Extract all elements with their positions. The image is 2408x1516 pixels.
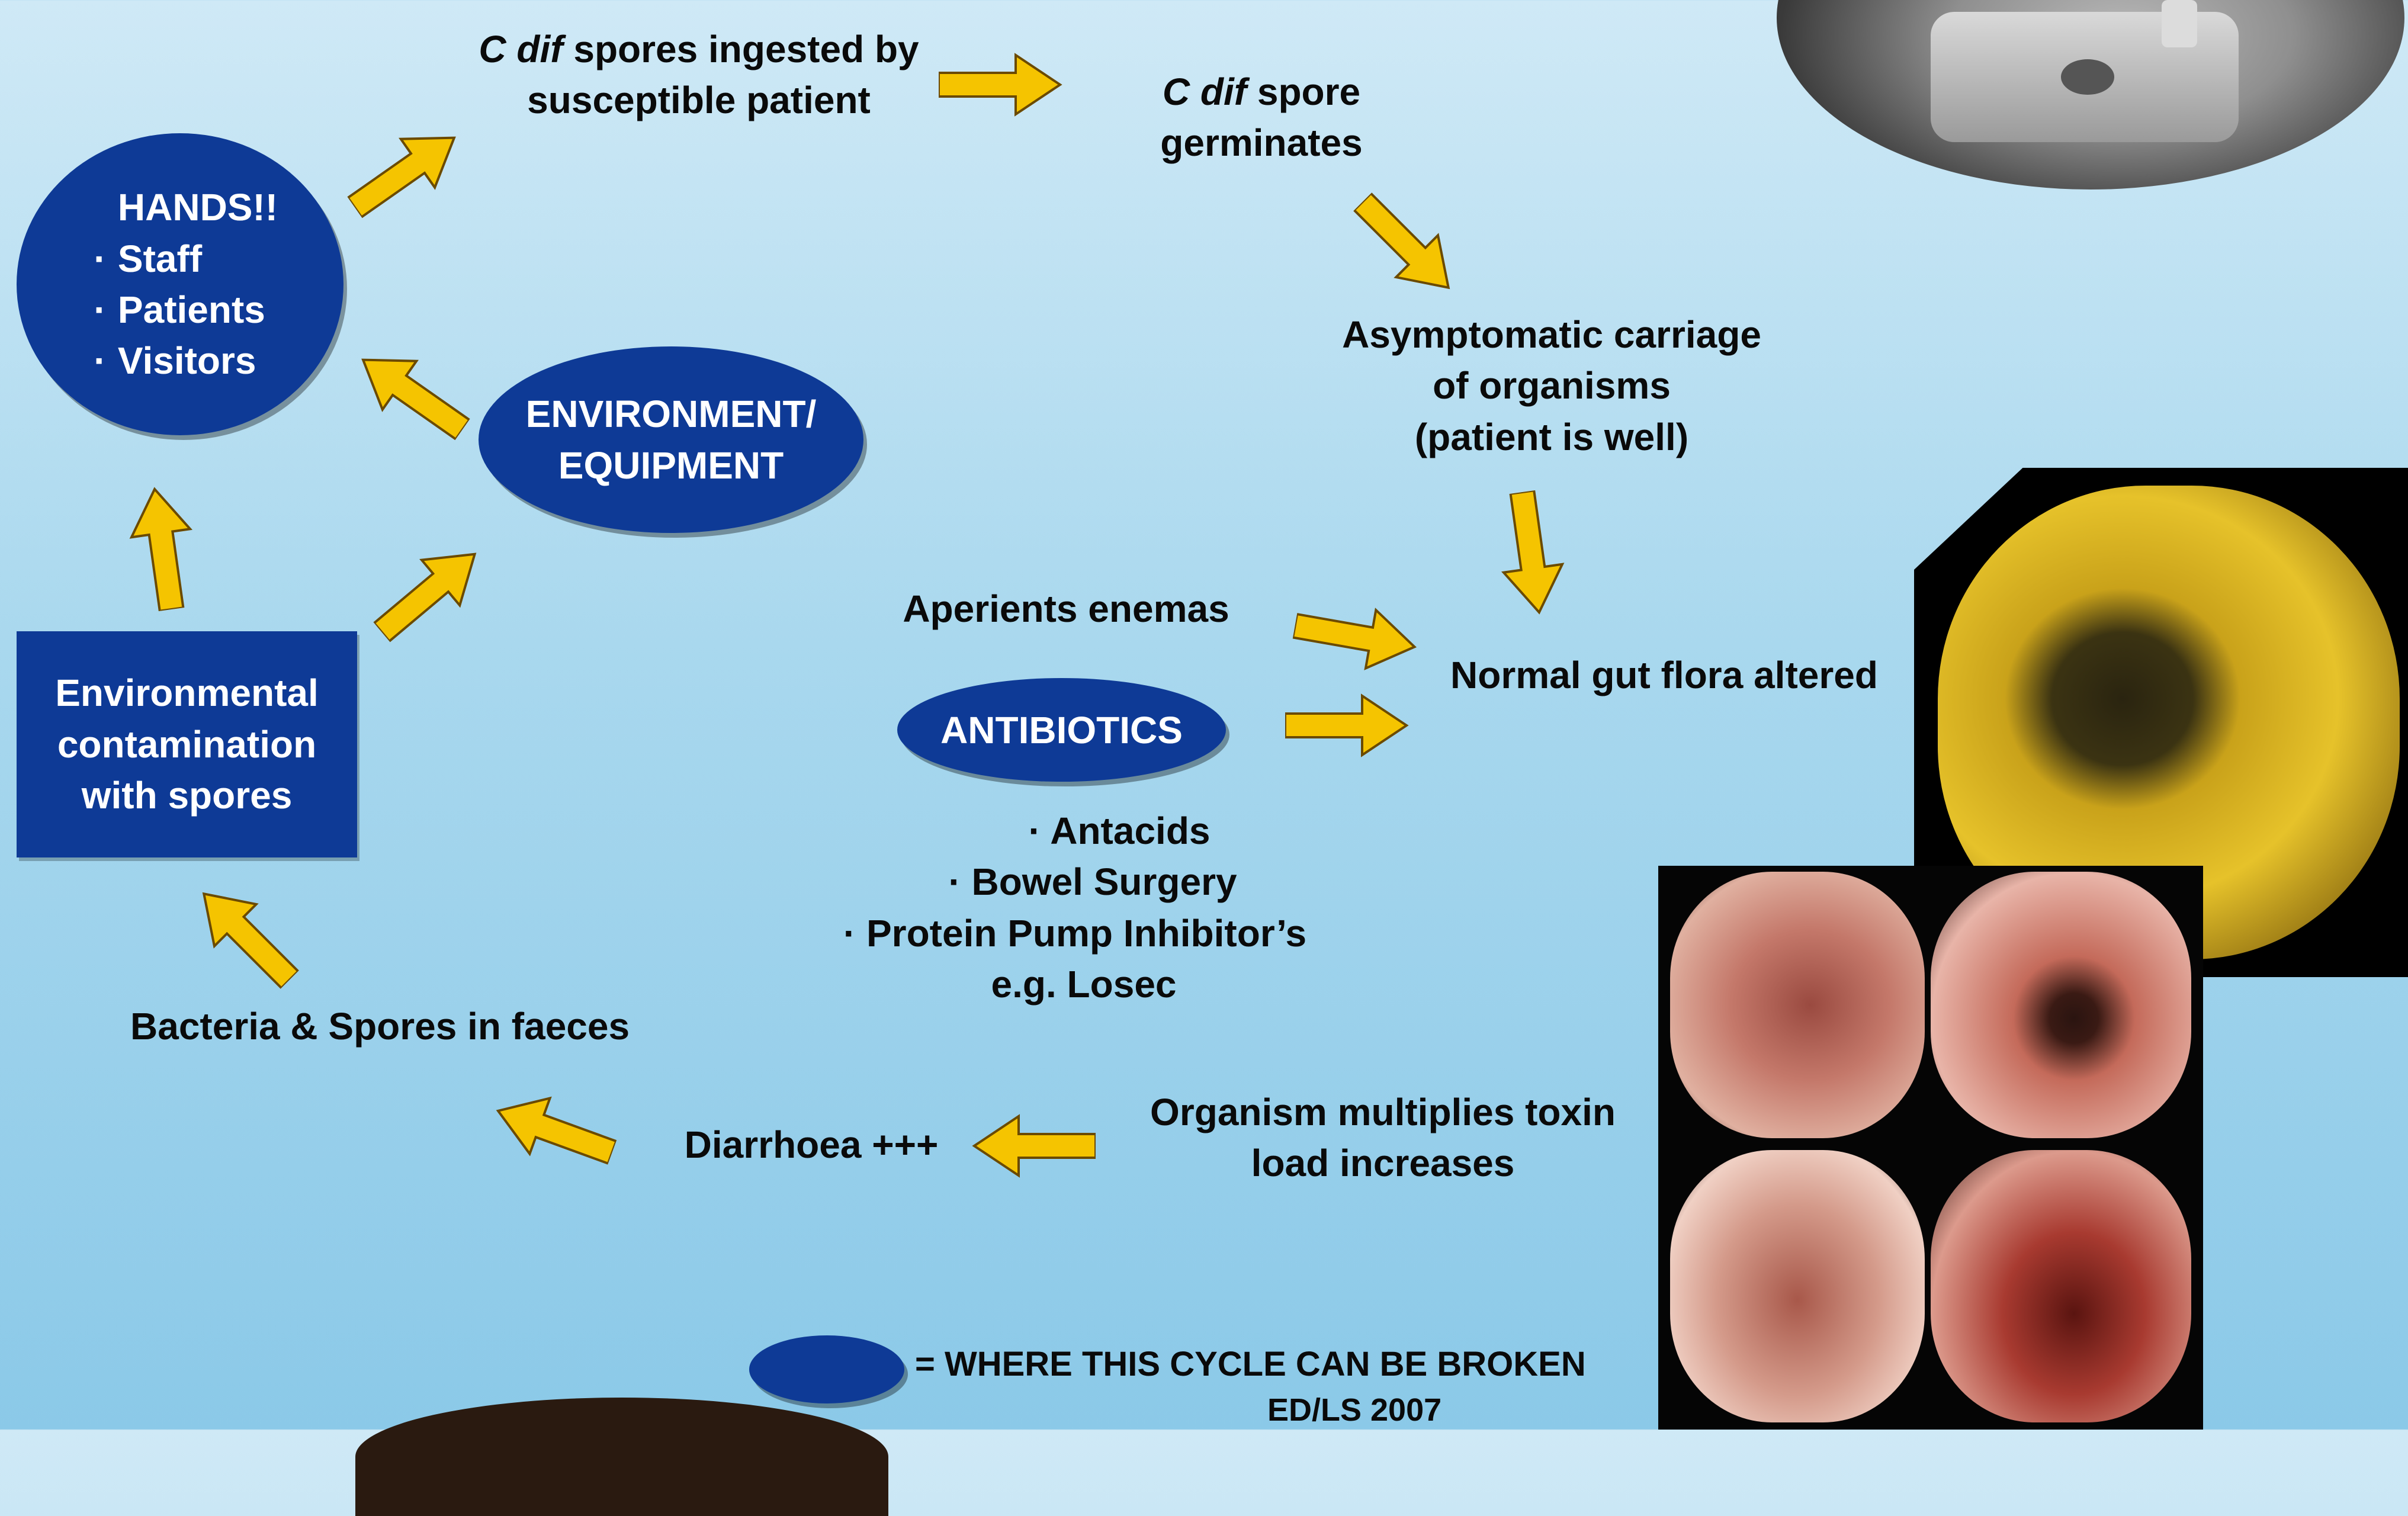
arrow-ingest-to-germinate: [939, 52, 1063, 117]
environmental-contamination-box: Environmental contamination with spores: [17, 631, 357, 857]
arrow-multiplies-to-diarrhoea: [971, 1113, 1096, 1178]
gut-flora-text: Normal gut flora altered: [1433, 650, 1895, 701]
arrow-contamination-to-hands: [122, 481, 204, 614]
organism-multiplies-text: Organism multiplies toxin load increases: [1143, 1087, 1623, 1189]
arrow-aperients-to-gut-flora: [1289, 594, 1423, 680]
hands-item: Patients: [82, 284, 278, 335]
arrow-antibiotics-to-gut-flora: [1285, 693, 1410, 758]
legend-oval-swatch: [749, 1335, 904, 1403]
spores-ingested-text: C dif spores ingested by susceptible pat…: [468, 24, 930, 126]
arrow-contamination-to-environment: [361, 527, 498, 657]
hands-item: Visitors: [82, 335, 278, 386]
handwashing-sink-photo: [1777, 0, 2404, 190]
antibiotics-oval: ANTIBIOTICS: [897, 678, 1226, 782]
credit-text: ED/LS 2007: [1267, 1389, 1441, 1432]
diarrhoea-text: Diarrhoea +++: [663, 1119, 959, 1170]
arrow-faeces-to-contamination: [179, 869, 313, 1003]
arrow-hands-to-ingest: [336, 110, 475, 235]
spore-germinates-text: C dif spore germinates: [1125, 66, 1398, 169]
endoscopy-panels-photo: [1658, 866, 2203, 1430]
asymptomatic-carriage-text: Asymptomatic carriage of organisms (pati…: [1303, 309, 1800, 462]
risk-factors-list: · Antacids · Bowel Surgery · Protein Pum…: [817, 805, 1350, 1010]
bacteria-faeces-text: Bacteria & Spores in faeces: [130, 1001, 628, 1052]
hands-item: Staff: [82, 233, 278, 284]
bottom-edge-photo: [355, 1398, 888, 1516]
aperients-text: Aperients enemas: [888, 583, 1244, 634]
arrow-germinate-to-carriage: [1340, 179, 1473, 313]
arrow-environment-to-hands: [342, 332, 481, 457]
arrow-diarrhoea-to-faeces: [484, 1079, 624, 1183]
environment-equipment-oval: ENVIRONMENT/ EQUIPMENT: [479, 346, 863, 533]
legend-text: = WHERE THIS CYCLE CAN BE BROKEN: [915, 1341, 1586, 1387]
hands-oval: HANDS!! Staff Patients Visitors: [17, 133, 343, 435]
arrow-carriage-to-gut-flora: [1490, 487, 1572, 619]
